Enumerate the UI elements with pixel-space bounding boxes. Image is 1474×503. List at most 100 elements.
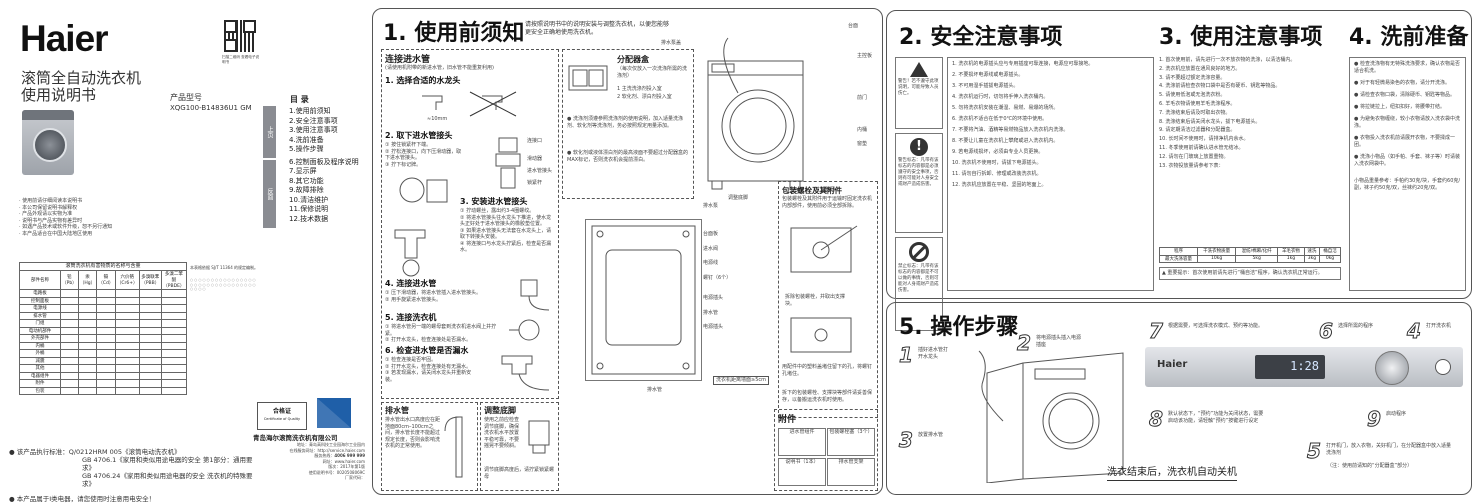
- service-website[interactable]: 在线服务网址：http://service.haier.com: [289, 447, 365, 453]
- safety-title: 2. 安全注意事项: [899, 25, 1063, 50]
- panel-brand: Haier: [1157, 359, 1188, 370]
- hazard-part: 电源线: [19, 304, 61, 313]
- website[interactable]: 网址：www.haier.com: [322, 458, 365, 464]
- accessory-item: 包装螺栓塞（3个）: [827, 428, 875, 456]
- step-text: 打开洗衣机: [1426, 323, 1452, 329]
- toc-item[interactable]: 9.故障排除: [289, 186, 324, 194]
- accessory-item: 说明书（1本）: [778, 458, 826, 486]
- table-row: 内桶: [19, 341, 188, 350]
- tab-top-label: 上页: [266, 126, 273, 138]
- hazard-cell: [60, 371, 79, 380]
- capacity-table-wrap: 程序 干洗衣物质量 混纺/棉麻/化纤 羊毛衣物 速洗 桶自洁 最大洗涤容量 10…: [1158, 247, 1341, 280]
- transport-tip: 用配件中的塑料盖堵住留下的孔，将螺钉孔堵住。: [782, 364, 873, 377]
- drain-title: 排水管: [385, 406, 409, 415]
- hazard-cell: [114, 386, 140, 395]
- hose-connector-illustration: [495, 137, 521, 189]
- hazard-cell: [138, 379, 162, 388]
- step-text: 插好进水管打开水龙头: [918, 347, 949, 360]
- list-item: 9. 若电源线损坏，必须由专业人员更换。: [952, 149, 1044, 155]
- hazard-cell: [60, 356, 79, 365]
- accessory-label: 进水管组件: [789, 429, 815, 435]
- step-item: ③ 如果进水管接头无法套在水龙头上，请取下转接头安装。: [460, 227, 552, 241]
- hotline-number: 4006 999 999: [334, 453, 365, 458]
- toc-item[interactable]: 2.安全注意事项: [289, 116, 338, 125]
- step-title: 2. 取下进水管接头: [385, 131, 453, 140]
- cert-sub: Certificate of Quality: [263, 417, 301, 421]
- hazard-cell: [160, 371, 188, 380]
- hazard-cell: [60, 296, 79, 305]
- hazard-cell: [114, 304, 140, 313]
- hazard-cell: [60, 326, 79, 335]
- toc-tab-top[interactable]: 上页: [263, 106, 276, 158]
- label-filter-door: 过滤器门: [815, 187, 836, 193]
- step4-list: ① 压下滑动器，将进水管插入进水管接头。 ② 用手旋紧进水管接头。: [385, 290, 505, 303]
- step-number: 2: [1017, 331, 1032, 356]
- hazard-cell: [138, 311, 162, 320]
- safety-list: 1. 洗衣机的电源插头应与专用插座可靠连接，电源应可靠接地。2. 不要损坏电源线…: [947, 57, 1154, 291]
- standard-line: GB 4706.24《家用和类似用途电器的安全 洗衣机的特殊要求》: [82, 472, 253, 488]
- toc-tab-bottom[interactable]: 反面: [263, 160, 276, 228]
- hazard-part: 排水管: [19, 311, 61, 320]
- op-step-9: 9 启动程序: [1367, 407, 1447, 432]
- table-header: 速洗: [1303, 247, 1321, 256]
- toc-item[interactable]: 11.保修说明: [289, 205, 329, 213]
- hazard-cell: [160, 326, 188, 335]
- list-item: 12. 洗衣机应放置在平稳、坚固的地面上。: [952, 182, 1047, 188]
- list-item: 10. 洗衣机不使用时，请拔下电源插头。: [952, 160, 1042, 166]
- table-header: 桶自洁: [1319, 247, 1341, 256]
- toc-item[interactable]: 6.控制面板及程序说明: [289, 157, 359, 166]
- hazard-header: 镉（Cd）: [96, 270, 116, 290]
- toc-item[interactable]: 8.其它功能: [289, 176, 324, 185]
- leak-check-illustration: [501, 355, 550, 391]
- list-item: 7. 不要将汽油、酒精等易燃物品放入洗衣机内洗涤。: [952, 127, 1069, 133]
- step-number: 1: [899, 343, 914, 368]
- step-item: ② 打开水龙头，检查连接处有无漏水。: [385, 363, 472, 370]
- toc-item[interactable]: 1.使用前须知: [289, 107, 331, 115]
- power-button[interactable]: [1435, 359, 1451, 375]
- hazard-part: 包装: [19, 386, 61, 395]
- cover-notes: · 使用前请仔细阅读本说明书 · 本公司保留说明书解释权 · 产品外观请以实物为…: [19, 198, 159, 237]
- toc-item[interactable]: 5.操作步骤: [289, 145, 324, 153]
- hazard-cell: [77, 341, 98, 350]
- hazard-cell: [114, 319, 140, 328]
- toc-item[interactable]: 7.显示屏: [289, 167, 317, 175]
- hazard-cell: [160, 311, 188, 320]
- step-item: ③ 若发现漏水，请关闭水龙头并重新安装。: [385, 370, 472, 383]
- machine-back-diagram: [585, 219, 702, 381]
- op-step-2: 2 将电源插头插入电源插座: [1017, 331, 1097, 356]
- model-number: XQG100-B14836U1 GM: [170, 104, 252, 112]
- model-label: 产品型号: [170, 93, 202, 102]
- step-item: ③ 拧下标记牌。: [385, 161, 422, 168]
- exclamation-icon: !: [910, 138, 928, 156]
- hazard-table-wrap: 滚筒洗衣机有害物质的名称与含量 部件名称 铅（Pb） 汞（Hg） 镉（Cd） 六…: [19, 262, 188, 395]
- list-item: ● 检查洗涤物有无特殊洗涤要求，确认衣物是否适合机洗。: [1354, 61, 1460, 74]
- back-labels: 台面板 进水阀 电源线 螺钉（6个） 电源插头 排水管 电源插头: [703, 231, 731, 331]
- accessory-label: 排水管支架: [838, 459, 864, 465]
- step-item: ② 打开水龙头，检查连接处是否漏水。: [385, 337, 472, 343]
- cover-footer: ● 该产品执行标准：Q/0212HRM 005《滚筒电动洗衣机》 GB 4706…: [9, 448, 259, 503]
- toc-item[interactable]: 12.技术数据: [289, 214, 329, 223]
- step-text: 默认状态下，“预约”功能为关闭状态，需要启动该功能，请轻触“预约”按键进行设定: [1168, 411, 1264, 424]
- toc-item[interactable]: 3.使用注意事项: [289, 126, 338, 134]
- label-window-gasket: 窗垫: [857, 141, 868, 147]
- hazard-cell: [138, 364, 162, 373]
- leg-note: 调节底脚高度后，请拧紧锁紧螺母: [484, 467, 555, 480]
- label-top-panel: 台面: [848, 23, 859, 29]
- step-item: ② 拧松连接口，向下压滑动器，取下进水管接头。: [385, 148, 462, 162]
- transport-title: 包装螺栓及其附件: [782, 186, 842, 195]
- hazard-cell: [114, 349, 140, 358]
- drain-pipe-box: 排水管 排水管出水口高度应在距地面80cm–100cm之间，排水管长度不能超过规…: [381, 402, 478, 491]
- hazard-cell: [160, 319, 188, 328]
- dim-label: ≈10mm: [427, 116, 448, 122]
- qr-code[interactable]: [224, 20, 256, 52]
- program-dial[interactable]: [1375, 351, 1409, 385]
- transport-tip2: 拆下的包装螺栓、支撑块等部件请妥善保存，以备搬运洗衣机时使用。: [782, 390, 873, 403]
- hazard-cell: [60, 341, 79, 350]
- list-item: ● 将拉链拉上，纽扣扣好，将腰带打结。: [1354, 104, 1445, 110]
- toc-item[interactable]: 10.清洁维护: [289, 195, 329, 204]
- capacity-table: 程序 干洗衣物质量 混纺/棉麻/化纤 羊毛衣物 速洗 桶自洁 最大洗涤容量 10…: [1158, 247, 1341, 263]
- toc-item[interactable]: 4.洗前准备: [289, 135, 324, 144]
- list-item: 11. 请勿自行拆卸、修理或改装洗衣机。: [952, 171, 1042, 177]
- qr-caption: 扫描二维码 查看电子说明书: [222, 55, 260, 64]
- back-label: 电源线: [703, 260, 719, 266]
